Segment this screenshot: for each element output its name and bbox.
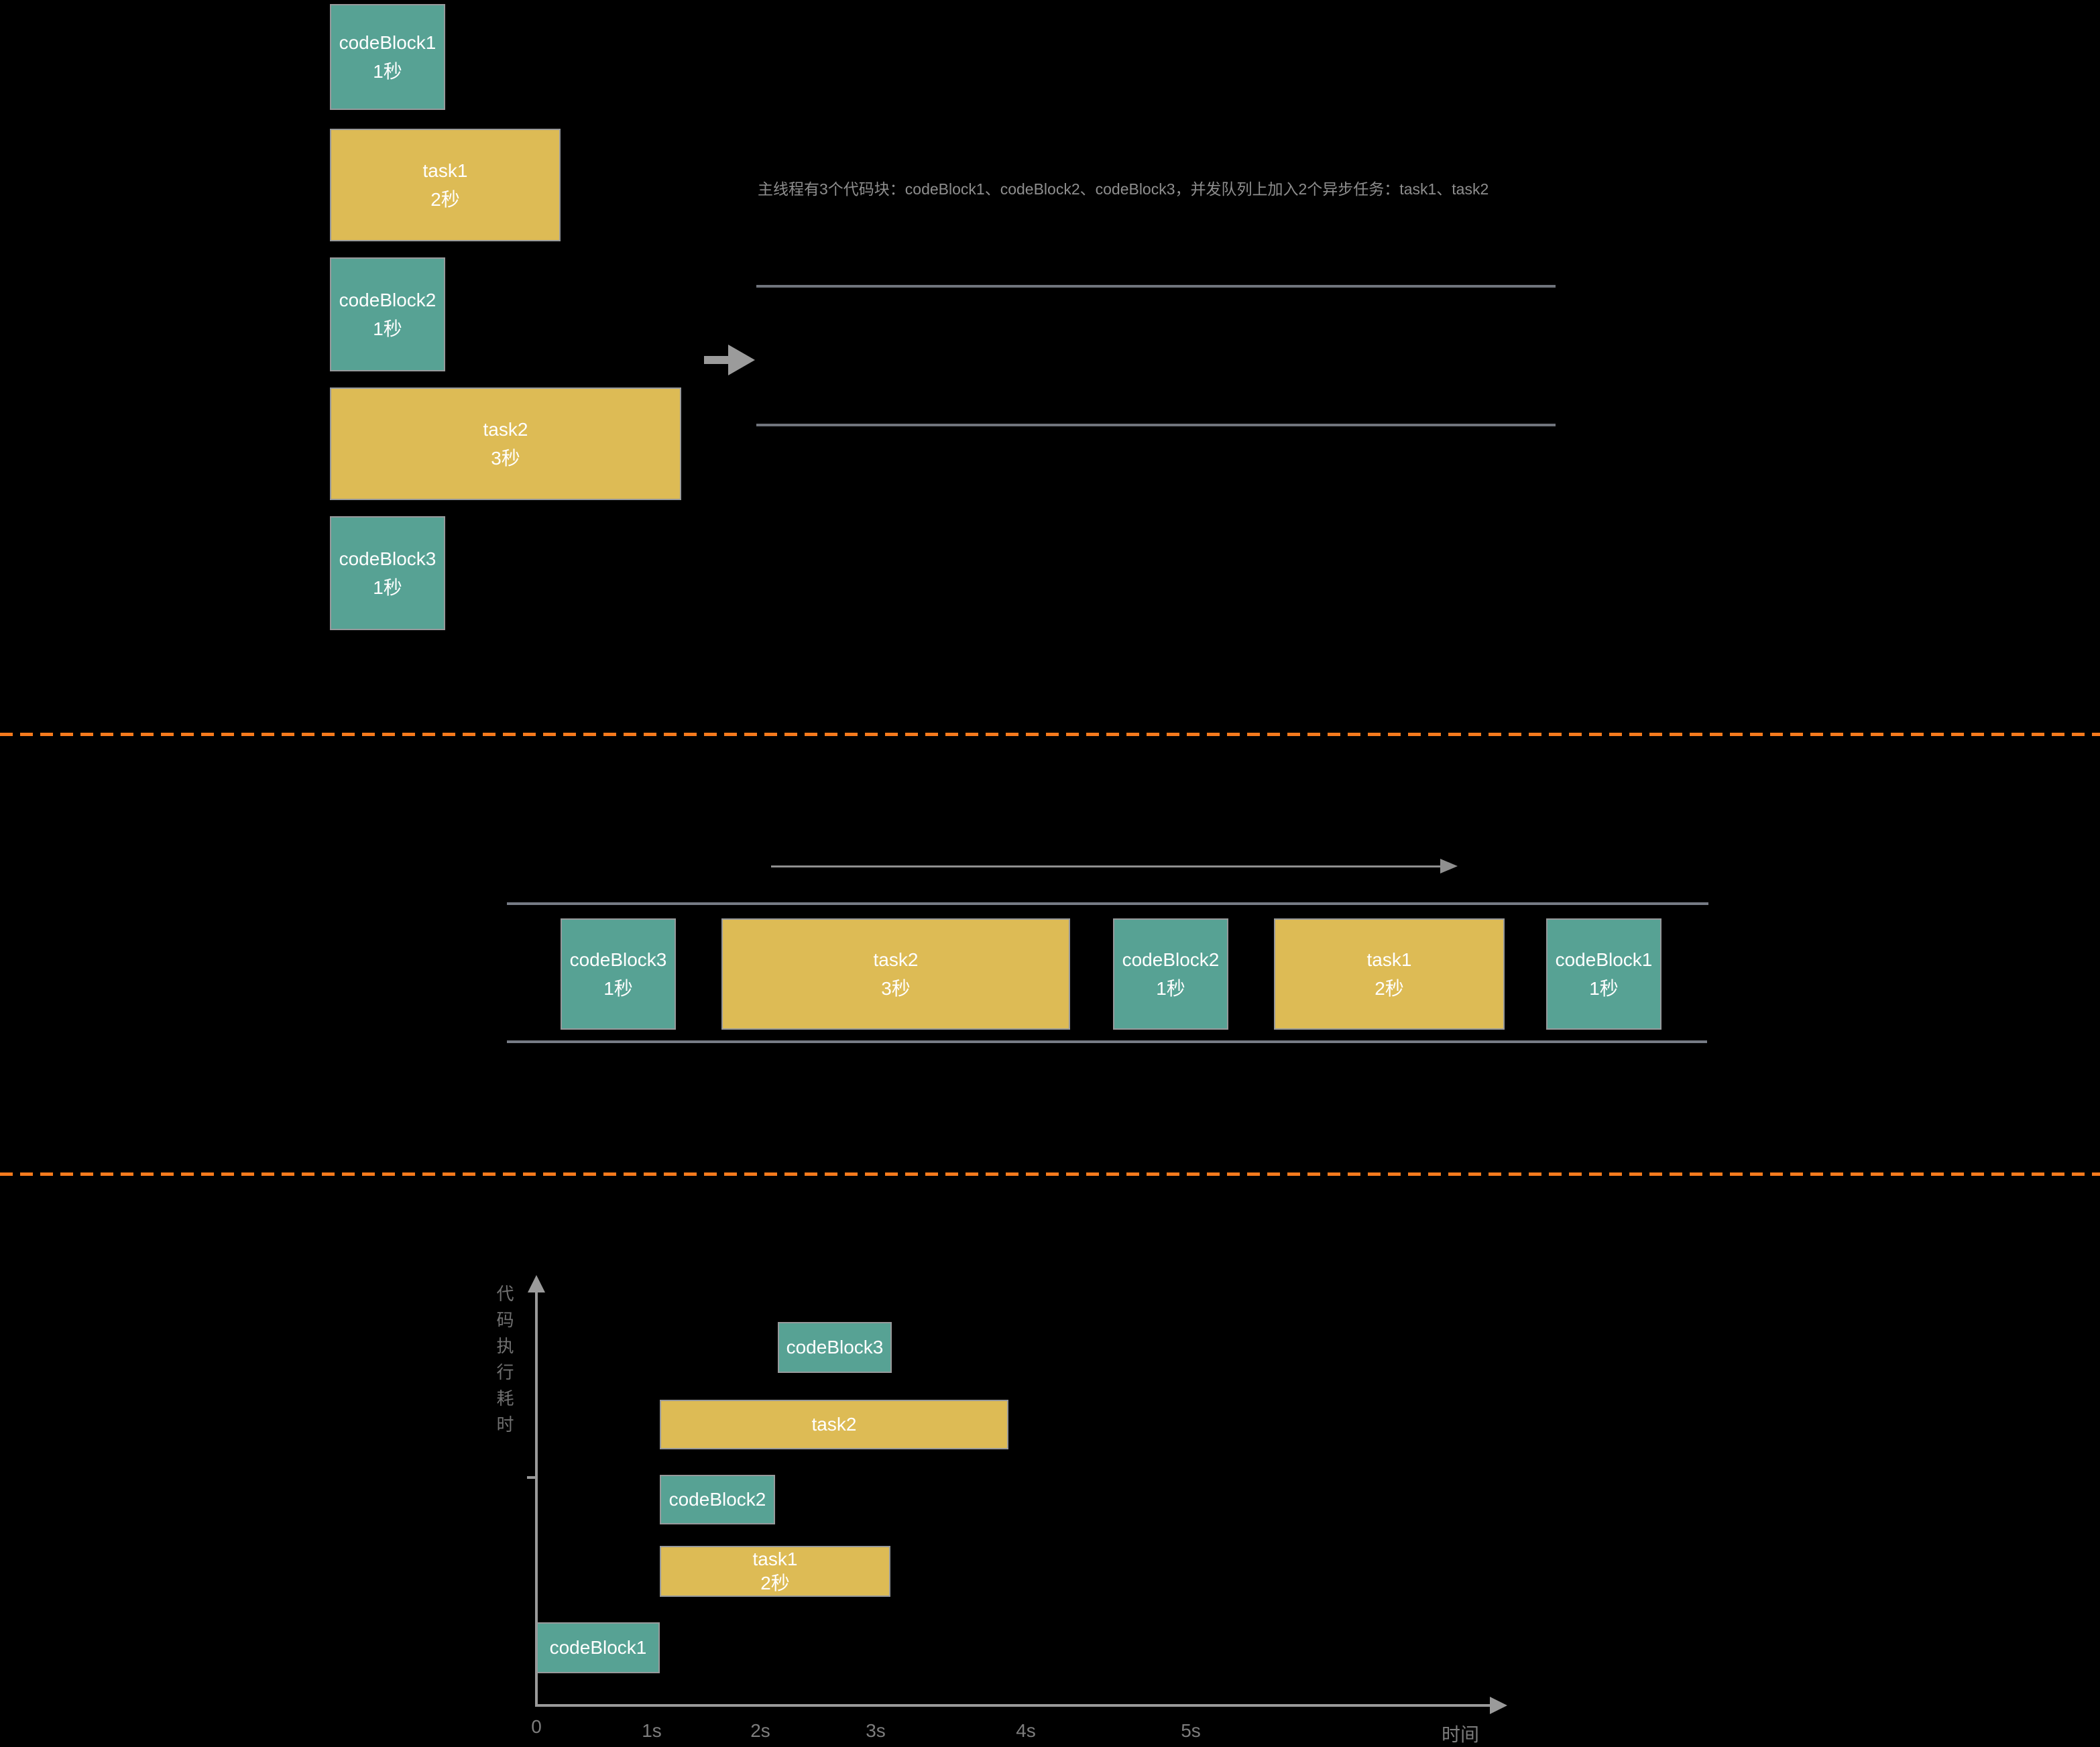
bar-duration: 2秒 [760,1573,790,1593]
block-duration: 2秒 [430,189,460,210]
block-label: codeBlock3 [339,548,436,569]
y-axis-tick [527,1476,535,1479]
block-label: codeBlock2 [1122,949,1220,970]
x-tick-3s: 3s [866,1720,886,1741]
block-duration: 1秒 [603,978,633,999]
chart-bar-task2: task2 [660,1400,1008,1449]
section-divider-bottom [0,1172,2100,1176]
block-duration: 1秒 [1589,978,1619,999]
block-duration: 2秒 [1375,978,1404,999]
block-duration: 1秒 [373,318,402,339]
bar-label: codeBlock1 [549,1637,647,1659]
block-label: task2 [873,949,919,970]
chart-bar-codeblock1: codeBlock1 [536,1622,660,1673]
block-label: task2 [483,418,528,440]
x-tick-2s: 2s [750,1720,770,1741]
x-tick-0: 0 [531,1716,542,1737]
chart-bar-codeblock3: codeBlock3 [778,1322,892,1373]
top-block-codeblock1: codeBlock1 1秒 [330,4,445,110]
queue-track-bottom-line [507,1040,1707,1043]
x-axis-title: 时间 [1442,1724,1480,1745]
queue-block-codeblock2: codeBlock2 1秒 [1113,918,1228,1030]
block-label: task1 [1366,949,1412,970]
top-block-codeblock3: codeBlock3 1秒 [330,516,445,630]
section-divider-top [0,733,2100,736]
x-tick-1s: 1s [642,1720,662,1741]
top-block-task1: task1 2秒 [330,129,561,241]
block-duration: 3秒 [881,978,911,999]
y-axis-arrow-icon [528,1275,545,1292]
block-label: codeBlock2 [339,289,436,310]
x-axis-line [536,1704,1491,1707]
queue-block-task2: task2 3秒 [721,918,1070,1030]
queue-block-task1: task1 2秒 [1274,918,1505,1030]
queue-block-codeblock3: codeBlock3 1秒 [561,918,676,1030]
bar-label: codeBlock2 [668,1489,766,1510]
bar-label: task1 [752,1548,798,1569]
block-duration: 1秒 [373,61,402,82]
block-label: codeBlock1 [339,32,436,53]
main-thread-track-top-line [756,285,1556,288]
main-thread-track-bottom-line [756,424,1556,426]
block-label: codeBlock3 [569,949,667,970]
bar-label: codeBlock3 [786,1337,884,1358]
top-block-task2: task2 3秒 [330,387,681,500]
queue-block-codeblock1: codeBlock1 1秒 [1546,918,1661,1030]
bar-label: task2 [811,1414,857,1435]
queue-track-top-line [507,902,1708,905]
block-duration: 1秒 [1156,978,1185,999]
top-block-codeblock2: codeBlock2 1秒 [330,257,445,371]
block-duration: 1秒 [373,577,402,598]
x-axis-arrow-icon [1490,1697,1507,1714]
y-axis-title: 代码执行耗时 [494,1284,514,1441]
chart-bar-codeblock2: codeBlock2 [660,1475,775,1524]
block-duration: 3秒 [491,448,520,469]
x-tick-4s: 4s [1016,1720,1036,1741]
chart-bar-task1: task1 2秒 [660,1546,890,1597]
block-label: task1 [422,160,468,181]
y-axis-line [535,1291,538,1707]
block-label: codeBlock1 [1555,949,1653,970]
top-description: 主线程有3个代码块：codeBlock1、codeBlock2、codeBloc… [758,180,1489,198]
x-tick-5s: 5s [1181,1720,1201,1741]
